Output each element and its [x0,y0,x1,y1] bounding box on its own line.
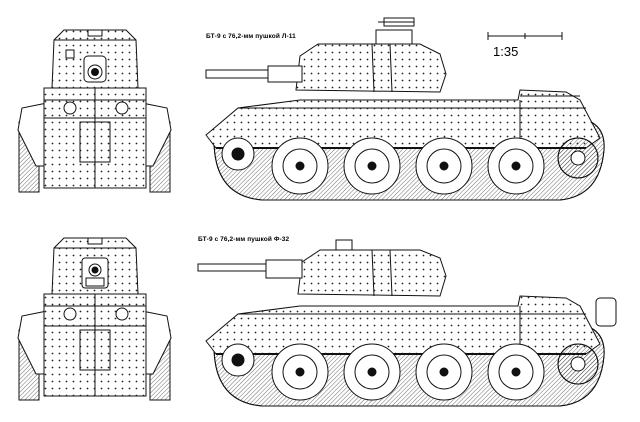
scale-bar [487,32,563,40]
front-view-top [17,29,172,193]
caption-bottom: БТ-9 с 76,2-мм пушкой Ф-32 [198,236,290,243]
side-view-top [205,17,605,201]
caption-top: БТ-9 с 76,2-мм пушкой Л-11 [206,33,296,40]
side-view-bottom [197,239,617,407]
road-wheels-top [271,137,545,195]
scale-label: 1:35 [493,44,519,59]
front-view-bottom [17,237,172,401]
road-wheels-bottom [271,343,545,401]
